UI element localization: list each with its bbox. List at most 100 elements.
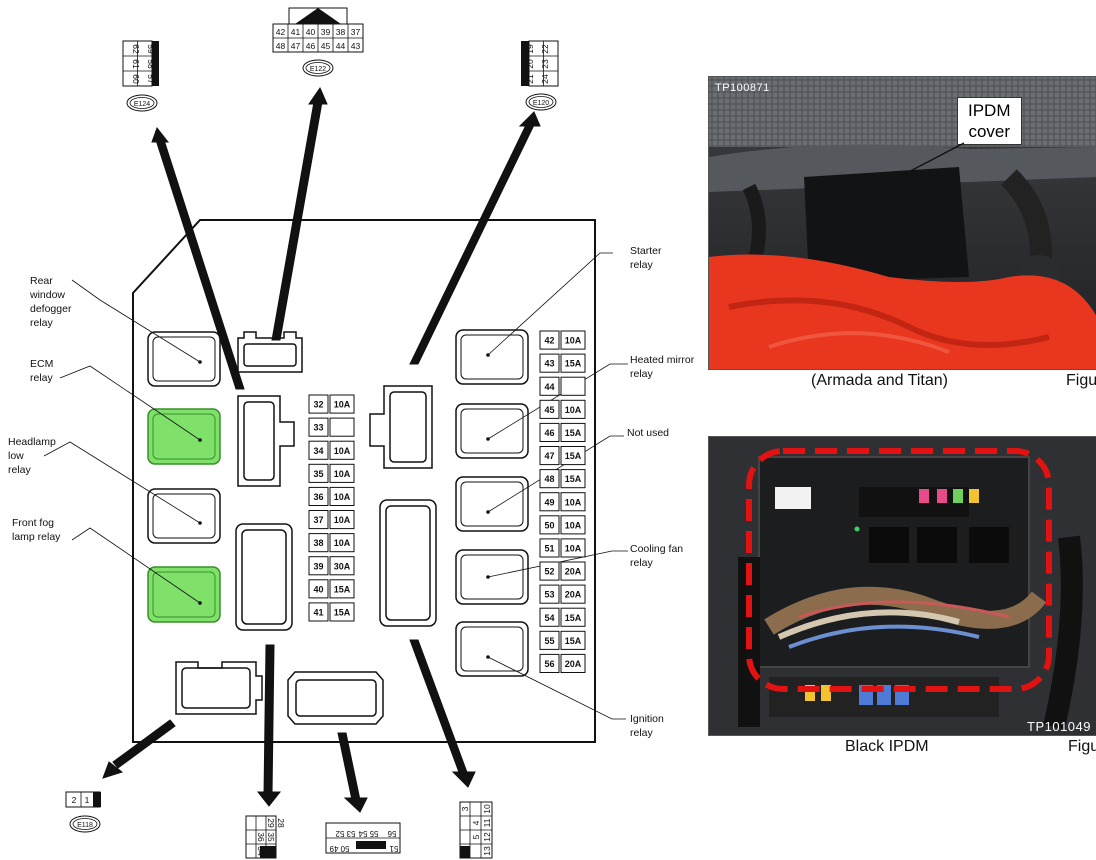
connector-bottom-middle: 54 52 53 55 56 49 50 51 <box>325 822 401 854</box>
fuse-number-cell <box>539 515 560 535</box>
label-not-used: Not used <box>627 427 669 439</box>
svg-text:48: 48 <box>276 41 286 51</box>
fuse-number: 45 <box>544 405 554 415</box>
fuse-rating-cell <box>329 394 355 414</box>
fuse-rating: 15A <box>565 636 582 646</box>
fuse-rating-cell <box>329 602 355 622</box>
fuse-row: 51 10A <box>539 538 586 558</box>
svg-text:2: 2 <box>72 795 77 805</box>
fuse-rating: 20A <box>565 567 582 577</box>
fuse-rating-cell <box>560 353 586 373</box>
fuse-rating-cell <box>560 492 586 512</box>
fuse-number-cell <box>539 422 560 442</box>
fuse-rating-cell <box>560 446 586 466</box>
fuse-number-cell <box>539 376 560 396</box>
fuse-row: 52 20A <box>539 561 586 581</box>
rear-defogger-relay <box>147 331 221 387</box>
svg-text:E118: E118 <box>77 822 93 829</box>
svg-text:10: 10 <box>482 804 492 814</box>
fuse-number: 40 <box>313 584 323 594</box>
svg-text:38: 38 <box>336 27 346 37</box>
fuse-number: 53 <box>544 590 554 600</box>
svg-text:5: 5 <box>471 834 481 839</box>
svg-text:19: 19 <box>525 44 535 54</box>
fuse-rating: 15A <box>565 359 582 369</box>
fuse-rating: 30A <box>334 561 351 571</box>
fuse-rating: 10A <box>334 492 351 502</box>
svg-text:51: 51 <box>389 844 398 853</box>
svg-text:E122: E122 <box>310 66 326 73</box>
fuse-number: 42 <box>544 336 554 346</box>
svg-text:47: 47 <box>291 41 301 51</box>
fuse-number: 38 <box>313 538 323 548</box>
fuse-rating-cell <box>560 584 586 604</box>
connector-e120: 19 22 20 23 21 24 E120 <box>521 40 559 111</box>
svg-text:20: 20 <box>525 59 535 69</box>
fuse-number: 37 <box>313 515 323 525</box>
fuse-number-cell <box>539 492 560 512</box>
fuse-rating-cell <box>560 538 586 558</box>
fuse-rating-cell <box>329 556 355 576</box>
fuse-rating: 15A <box>565 613 582 623</box>
label-headlamp-low: Headlamp low relay <box>8 436 59 476</box>
fuse-row: 38 10A <box>308 533 355 553</box>
photo-top-tag: TP100871 <box>715 82 770 94</box>
fuse-number: 54 <box>544 613 554 623</box>
svg-text:57: 57 <box>146 74 156 84</box>
fuse-number-cell <box>308 533 329 553</box>
fuse-rating: 10A <box>565 543 582 553</box>
fuse-number-cell <box>539 330 560 350</box>
not-used-relay <box>455 476 529 532</box>
svg-text:46: 46 <box>306 41 316 51</box>
svg-text:1: 1 <box>85 795 90 805</box>
connector-bottom-left: 29 28 36 35 34 <box>245 815 286 859</box>
svg-text:28: 28 <box>276 818 286 828</box>
svg-text:3: 3 <box>460 806 470 811</box>
fuse-row: 47 15A <box>539 446 586 466</box>
fuse-number: 48 <box>544 474 554 484</box>
relays-left <box>147 331 221 623</box>
svg-text:37: 37 <box>351 27 361 37</box>
fuse-number: 56 <box>544 659 554 669</box>
fuse-rating: 10A <box>334 400 351 410</box>
fuse-rating: 15A <box>565 451 582 461</box>
fuse-rating: 10A <box>565 405 582 415</box>
fuse-number: 47 <box>544 451 554 461</box>
svg-text:E120: E120 <box>533 100 549 107</box>
ignition-relay <box>455 621 529 677</box>
ipdm-fuse-diagram: Rear window defogger relay ECM relay Hea… <box>8 7 695 859</box>
fuse-rating: 10A <box>334 446 351 456</box>
svg-text:11: 11 <box>482 818 492 827</box>
fuse-number: 51 <box>544 543 554 553</box>
svg-text:41: 41 <box>291 27 301 37</box>
caption-bottom: Black IPDM <box>845 738 929 755</box>
fuse-number-cell <box>308 394 329 414</box>
svg-text:23: 23 <box>540 59 550 69</box>
svg-text:39: 39 <box>321 27 331 37</box>
svg-text:45: 45 <box>321 41 331 51</box>
fuse-rating-cell <box>560 376 586 396</box>
callout-line-2: cover <box>968 122 1011 141</box>
fuse-number: 46 <box>544 428 554 438</box>
caption-top: (Armada and Titan) <box>811 372 948 389</box>
svg-text:60: 60 <box>131 74 141 84</box>
fuse-rating-cell <box>560 399 586 419</box>
fuse-rating: 10A <box>334 538 351 548</box>
fuse-number: 52 <box>544 567 554 577</box>
cooling-fan-relay <box>455 549 529 605</box>
callout-line-1: IPDM <box>968 101 1011 120</box>
photo-ipdm-cover: TP100871 IPDM cover <box>708 76 1096 370</box>
svg-text:53: 53 <box>346 829 355 838</box>
connector-arrows <box>102 86 541 813</box>
fuse-rating: 15A <box>334 584 351 594</box>
fuse-number-cell <box>308 417 329 437</box>
